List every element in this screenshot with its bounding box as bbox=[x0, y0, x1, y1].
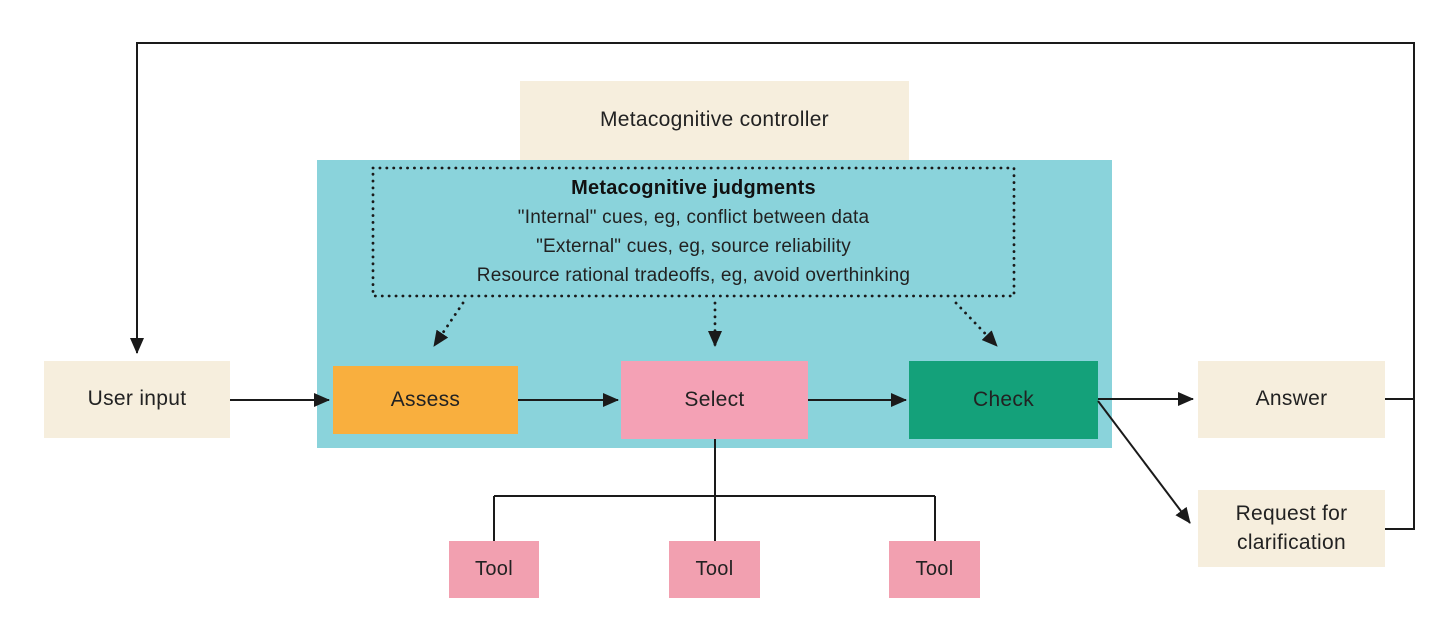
check-node: Check bbox=[909, 361, 1098, 439]
tool-node-3: Tool bbox=[889, 541, 980, 598]
metacognitive-judgments-box: Metacognitive judgments "Internal" cues,… bbox=[373, 168, 1014, 296]
answer-node: Answer bbox=[1198, 361, 1385, 438]
judgment-line-internal-cues: "Internal" cues, eg, conflict between da… bbox=[517, 207, 870, 228]
select-node: Select bbox=[621, 361, 808, 439]
request-for-clarification-node: Request for clarification bbox=[1198, 490, 1385, 567]
judgment-line-resource-rational: Resource rational tradeoffs, eg, avoid o… bbox=[476, 265, 911, 286]
judgments-title: Metacognitive judgments bbox=[571, 177, 816, 199]
user-input-node: User input bbox=[44, 361, 230, 438]
metacognitive-controller-label: Metacognitive controller bbox=[520, 81, 909, 160]
assess-node: Assess bbox=[333, 366, 518, 434]
judgment-line-external-cues: "External" cues, eg, source reliability bbox=[536, 236, 851, 257]
tool-node-1: Tool bbox=[449, 541, 539, 598]
tool-node-2: Tool bbox=[669, 541, 760, 598]
